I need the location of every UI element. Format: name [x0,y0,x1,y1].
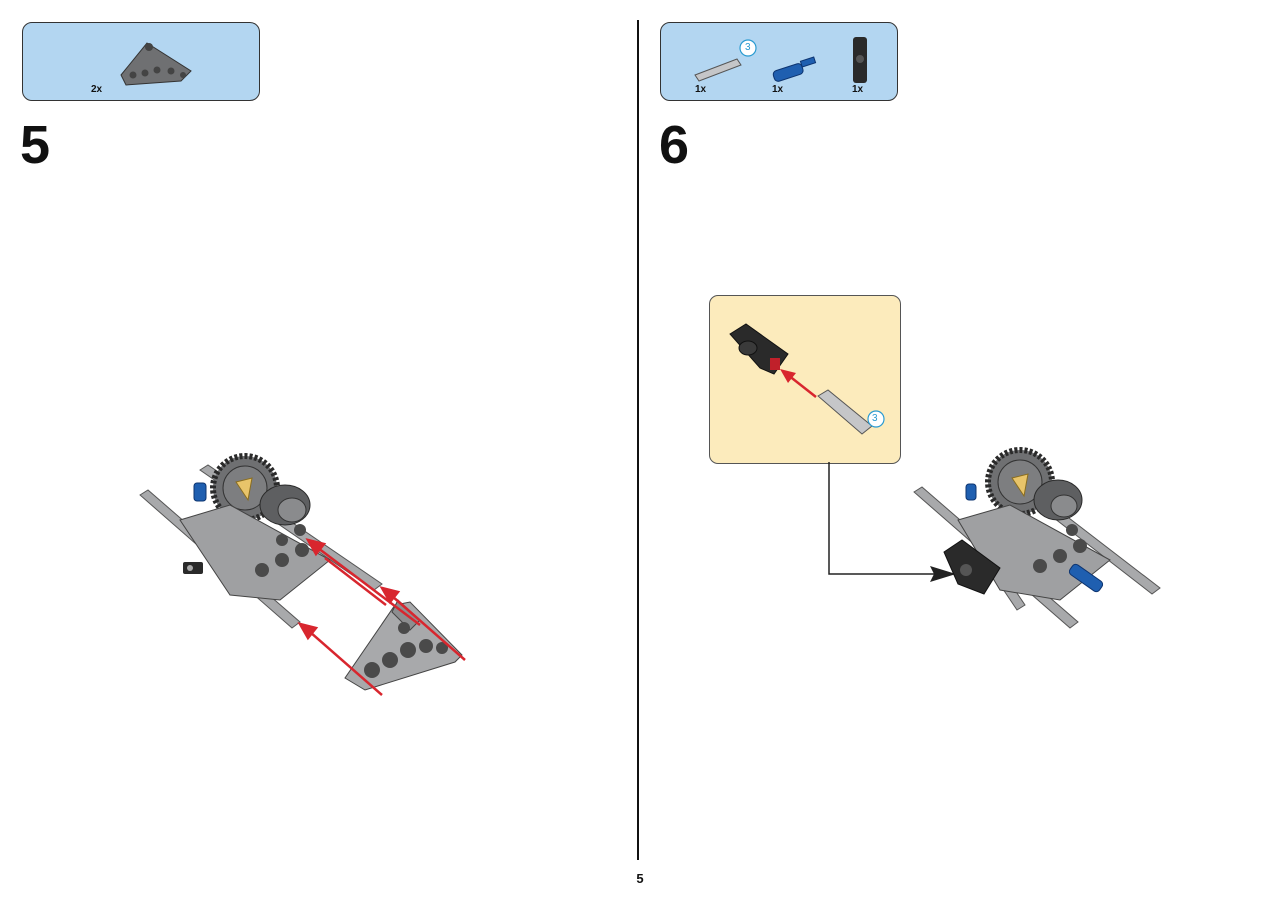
axle-3-qty: 1x [695,84,707,95]
axle-3-part-icon [694,58,742,82]
step5-parts-box: 2x [22,22,260,101]
step6-parts-icons [694,37,867,83]
step6-number: 6 [659,115,690,175]
blue-axle-pin-part-icon [772,56,817,82]
step5-assembly-illustration [139,453,466,696]
axle-3-length-badge [739,39,757,57]
callout-illustration [729,323,885,435]
black-axle-connector-qty: 1x [852,84,864,95]
blue-axle-pin-qty: 1x [772,84,784,95]
subassembly-callout: 3 [709,295,901,464]
step6-parts-box: 3 1x 1x 1x [660,22,898,101]
callout-length-label: 3 [872,413,878,424]
triangle-liftarm-qty: 2x [91,84,103,95]
page-number: 5 [636,871,644,886]
triangle-liftarm-part-icon [120,42,192,86]
step5-number: 5 [20,115,51,175]
axle-3-length-label: 3 [745,42,751,53]
page-divider [637,20,639,860]
black-axle-connector-part-icon [853,37,867,83]
